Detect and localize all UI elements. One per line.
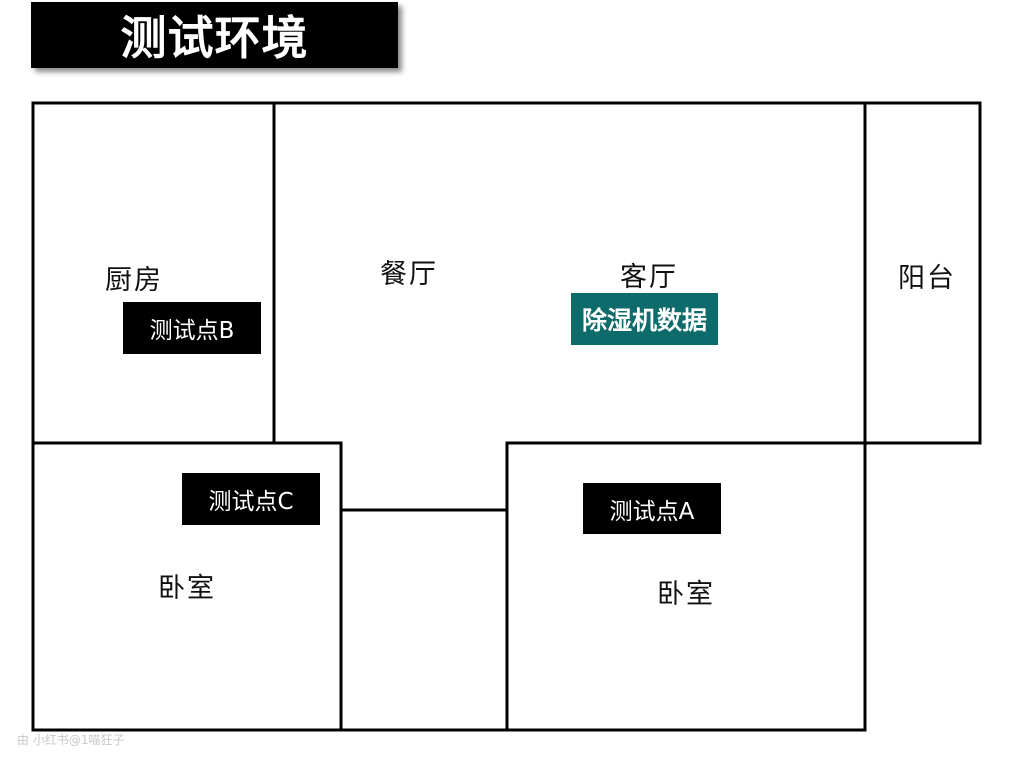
dehumidifier-data-tag: 除湿机数据: [571, 293, 718, 345]
dehumidifier-data-label: 除湿机数据: [581, 306, 707, 335]
room-label-bedroom-left: 卧室: [158, 573, 216, 604]
test-point-c-label: 测试点C: [208, 489, 294, 515]
watermark: 由 小红书@1喵狂子: [17, 733, 125, 747]
test-point-c-tag: 测试点C: [182, 473, 320, 525]
page-title: 测试环境: [120, 11, 309, 65]
room-label-bedroom-right: 卧室: [657, 579, 715, 610]
room-label-kitchen: 厨房: [105, 265, 163, 296]
test-point-a-tag: 测试点A: [583, 483, 721, 534]
room-label-balcony: 阳台: [898, 263, 956, 294]
test-point-b-tag: 测试点B: [123, 302, 261, 354]
title-banner: 测试环境: [31, 2, 398, 68]
room-label-living: 客厅: [620, 262, 678, 293]
test-point-a-label: 测试点A: [609, 498, 695, 525]
test-point-b-label: 测试点B: [149, 318, 235, 344]
room-label-dining: 餐厅: [380, 259, 438, 290]
